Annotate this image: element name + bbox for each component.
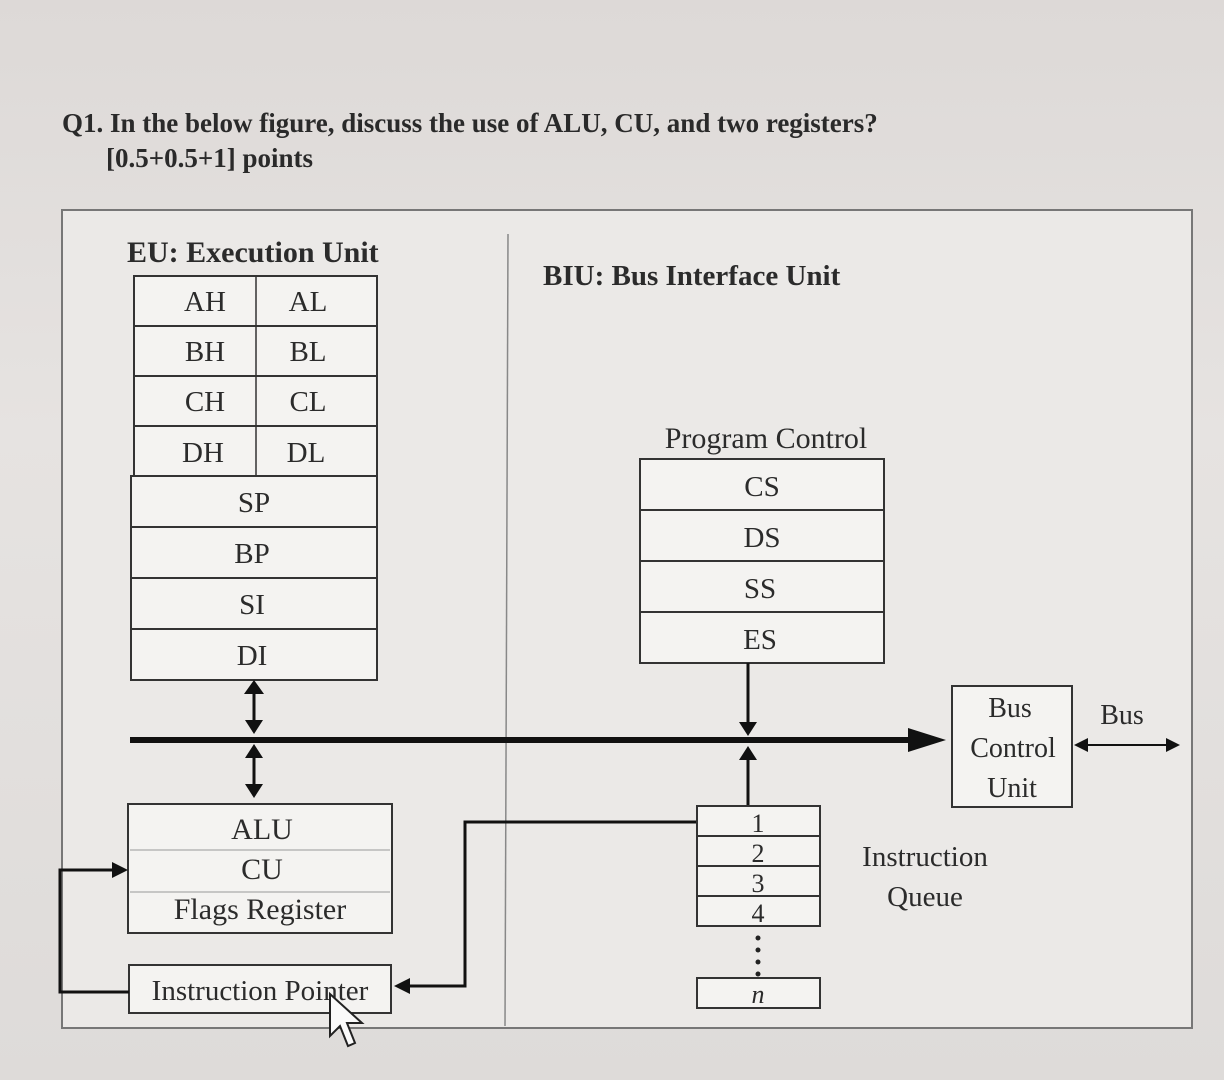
eu-title: EU: Execution Unit: [127, 236, 379, 269]
segment-es-cell: [639, 611, 885, 664]
reg-al: AL: [289, 286, 328, 318]
external-bus-label: Bus: [1100, 700, 1144, 731]
reg-bl: BL: [289, 336, 326, 368]
register-sp-cell: [130, 475, 378, 528]
instruction-queue: 1 2 3 4 n: [696, 805, 821, 1009]
queue-ellipsis-icon: [755, 935, 761, 977]
arrowhead-down-icon: [245, 720, 263, 734]
reg-bh: BH: [185, 336, 225, 368]
queue-slot-n: [696, 977, 821, 1009]
arrowhead-down-icon: [739, 722, 757, 736]
cu-label: CU: [241, 853, 283, 886]
segment-ds-cell: [639, 509, 885, 562]
queue-num-1: 1: [752, 809, 765, 838]
queue-slot-3: [696, 865, 821, 897]
reg-sp: SP: [238, 487, 270, 519]
arrowhead-up-icon: [244, 680, 264, 694]
general-registers: AH AL BH BL CH CL DH DL: [133, 275, 378, 477]
flags-register-label: Flags Register: [174, 893, 347, 926]
bus-control-unit-box: [951, 685, 1073, 808]
alu-block: ALU CU Flags Register: [127, 803, 393, 934]
seg-cs: CS: [744, 471, 779, 503]
reg-di: DI: [237, 640, 268, 672]
question-line: Q1. In the below figure, discuss the use…: [62, 108, 878, 138]
queue-slot-4: [696, 895, 821, 927]
alu-label: ALU: [231, 813, 293, 846]
arrowhead-left-icon: [394, 978, 410, 994]
queue-num-4: 4: [752, 899, 765, 928]
arrowhead-right-icon: [1166, 738, 1180, 752]
biu-title: BIU: Bus Interface Unit: [543, 260, 841, 292]
mouse-cursor-icon: [329, 991, 365, 1048]
reg-ch: CH: [185, 386, 225, 418]
instruction-pointer-box: [128, 964, 392, 1014]
register-si-cell: [130, 577, 378, 630]
arrowhead-left-icon: [1074, 738, 1088, 752]
bus-control-line-2: Control: [970, 733, 1056, 764]
reg-si: SI: [239, 589, 265, 621]
reg-cl: CL: [289, 386, 326, 418]
queue-to-ip-wire: [404, 820, 697, 988]
reg-bp: BP: [234, 538, 269, 570]
arrowhead-up-icon: [245, 744, 263, 758]
arrowhead-up-icon: [739, 746, 757, 760]
seg-es: ES: [743, 624, 777, 656]
seg-ss: SS: [744, 573, 776, 605]
queue-num-3: 3: [752, 869, 765, 898]
bus-arrowhead-icon: [908, 728, 946, 752]
program-control-title: Program Control: [665, 422, 868, 455]
pointer-registers: SP BP SI DI: [130, 475, 378, 681]
alu-cu-flags-box: [127, 803, 393, 934]
reg-ah: AH: [184, 286, 226, 318]
arrowhead-down-icon: [245, 784, 263, 798]
bus-control-line-3: Unit: [987, 773, 1037, 804]
arrowhead-right-icon: [112, 862, 128, 878]
question-points: [0.5+0.5+1] points: [106, 143, 314, 173]
queue-num-2: 2: [752, 839, 765, 868]
reg-dh: DH: [182, 437, 224, 469]
queue-num-n: n: [752, 980, 765, 1009]
segment-registers: CS DS SS ES: [639, 458, 885, 664]
queue-label-line-1: Instruction: [862, 841, 988, 873]
queue-slot-1: [696, 805, 821, 837]
bus-control-line-1: Bus: [988, 693, 1032, 724]
register-bp-cell: [130, 526, 378, 579]
queue-label-line-2: Queue: [887, 881, 963, 913]
segment-ss-cell: [639, 560, 885, 613]
reg-dl: DL: [287, 437, 326, 469]
question-text: Q1. In the below figure, discuss the use…: [62, 106, 878, 176]
seg-ds: DS: [743, 522, 780, 554]
ip-to-alu-wire: [58, 868, 129, 994]
unit-divider: [504, 233, 509, 1027]
queue-slot-2: [696, 835, 821, 867]
